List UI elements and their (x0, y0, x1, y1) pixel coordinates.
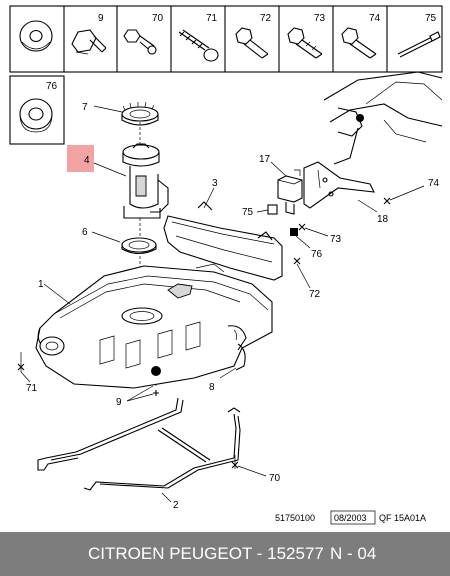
footer-page: N - 04 (330, 544, 377, 563)
tank-seal (121, 237, 157, 255)
canister-valve (277, 169, 303, 215)
heat-shield (163, 201, 283, 281)
grommet-icon (19, 98, 53, 133)
callout-70: 70 (269, 473, 281, 484)
mounting-bracket (303, 161, 375, 209)
leader-18 (357, 199, 378, 213)
header-part-72: 72 (260, 13, 272, 24)
clip-8 (219, 329, 246, 379)
flange-bolt-icon (71, 29, 107, 55)
grommet-9 (126, 366, 161, 402)
fastener-72-marker (293, 257, 311, 289)
callout-73: 73 (330, 234, 342, 245)
header-part-73: 73 (314, 13, 326, 24)
callout-6: 6 (82, 227, 88, 238)
reference-date: 08/2003 (334, 513, 367, 523)
reference-number: 51750100 (275, 513, 315, 523)
leader-3 (203, 187, 215, 209)
fastener-74-marker (383, 185, 425, 205)
long-bolt-icon (341, 27, 377, 59)
leader-1 (43, 283, 71, 305)
leader-4 (93, 162, 127, 177)
fuel-pump-sender (122, 143, 169, 219)
fastener-70-marker (231, 455, 267, 477)
callout-2: 2 (173, 500, 179, 511)
reference-date-box (330, 510, 376, 525)
callout-74: 74 (428, 178, 440, 189)
lock-ring (121, 101, 159, 126)
callout-7: 7 (82, 102, 88, 113)
fastener-73-marker (298, 223, 329, 237)
callout-18: 18 (377, 214, 389, 225)
callout-3: 3 (212, 178, 218, 189)
highlight-part-4 (67, 145, 94, 172)
callout-17: 17 (259, 154, 271, 165)
leader-2 (161, 492, 172, 503)
parts-diagram: 9 70 71 72 73 74 75 (9, 5, 443, 525)
header-part-70: 70 (152, 13, 164, 24)
callout-1: 1 (38, 279, 44, 290)
bolt-icon (235, 27, 269, 59)
part-76-marker (290, 228, 311, 249)
header-part-75: 75 (425, 13, 437, 24)
footer-bar: CITROEN PEUGEOT - 152577 N - 04 (0, 532, 450, 576)
fastener-dividers (63, 6, 388, 72)
header-part-74: 74 (369, 13, 381, 24)
self-tapping-screw-icon (178, 29, 219, 62)
cable-tie-icon (397, 31, 441, 58)
leader-17 (270, 161, 287, 177)
reference-code: QF 15A01A (379, 513, 426, 523)
callout-72: 72 (309, 289, 321, 300)
leader-7 (93, 105, 123, 113)
callout-76: 76 (311, 249, 323, 260)
callout-75: 75 (242, 207, 254, 218)
part-75-marker (256, 204, 278, 215)
footer-title: CITROEN PEUGEOT - 152577 (88, 544, 324, 563)
washer-icon (19, 20, 53, 52)
leader-6 (91, 231, 121, 243)
callout-9: 9 (116, 397, 122, 408)
header-part-9: 9 (98, 13, 104, 24)
header-part-76: 76 (46, 81, 58, 92)
fastener-strip (9, 5, 443, 73)
hex-screw-icon (123, 29, 157, 55)
vehicle-outline (323, 71, 443, 165)
tank-straps (37, 397, 241, 491)
callout-4: 4 (84, 155, 90, 166)
grommet-box (9, 75, 65, 145)
fastener-71-marker (17, 352, 31, 383)
header-part-71: 71 (206, 13, 218, 24)
fuel-tank (35, 263, 273, 389)
shouldered-bolt-icon (287, 27, 323, 59)
callout-71: 71 (26, 383, 38, 394)
callout-8: 8 (209, 382, 215, 393)
